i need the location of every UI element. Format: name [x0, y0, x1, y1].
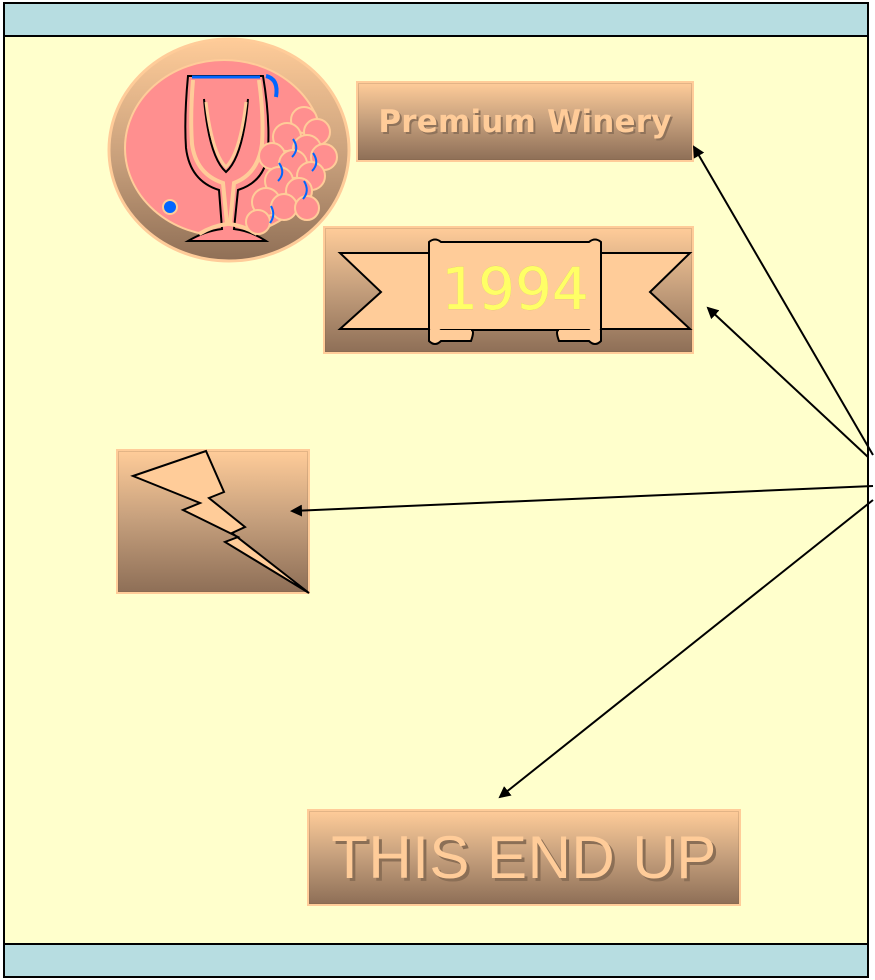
logo-icon — [106, 36, 354, 264]
wine-glass-grapes-icon — [107, 37, 351, 263]
ribbon-banner-icon: 1994 — [337, 238, 693, 345]
brand-label-panel: Premium Winery — [356, 81, 694, 162]
lightning-bolt-icon — [130, 449, 310, 594]
year-banner-panel: 1994 — [323, 226, 694, 354]
top-bar — [5, 4, 867, 37]
lightning-panel — [116, 449, 310, 594]
this-end-up-label: THIS END UP — [331, 824, 717, 891]
bottom-bar — [5, 943, 867, 976]
year-label: 1994 — [441, 255, 589, 323]
this-end-up-panel: THIS END UP — [307, 809, 741, 906]
brand-label: Premium Winery — [378, 103, 672, 140]
